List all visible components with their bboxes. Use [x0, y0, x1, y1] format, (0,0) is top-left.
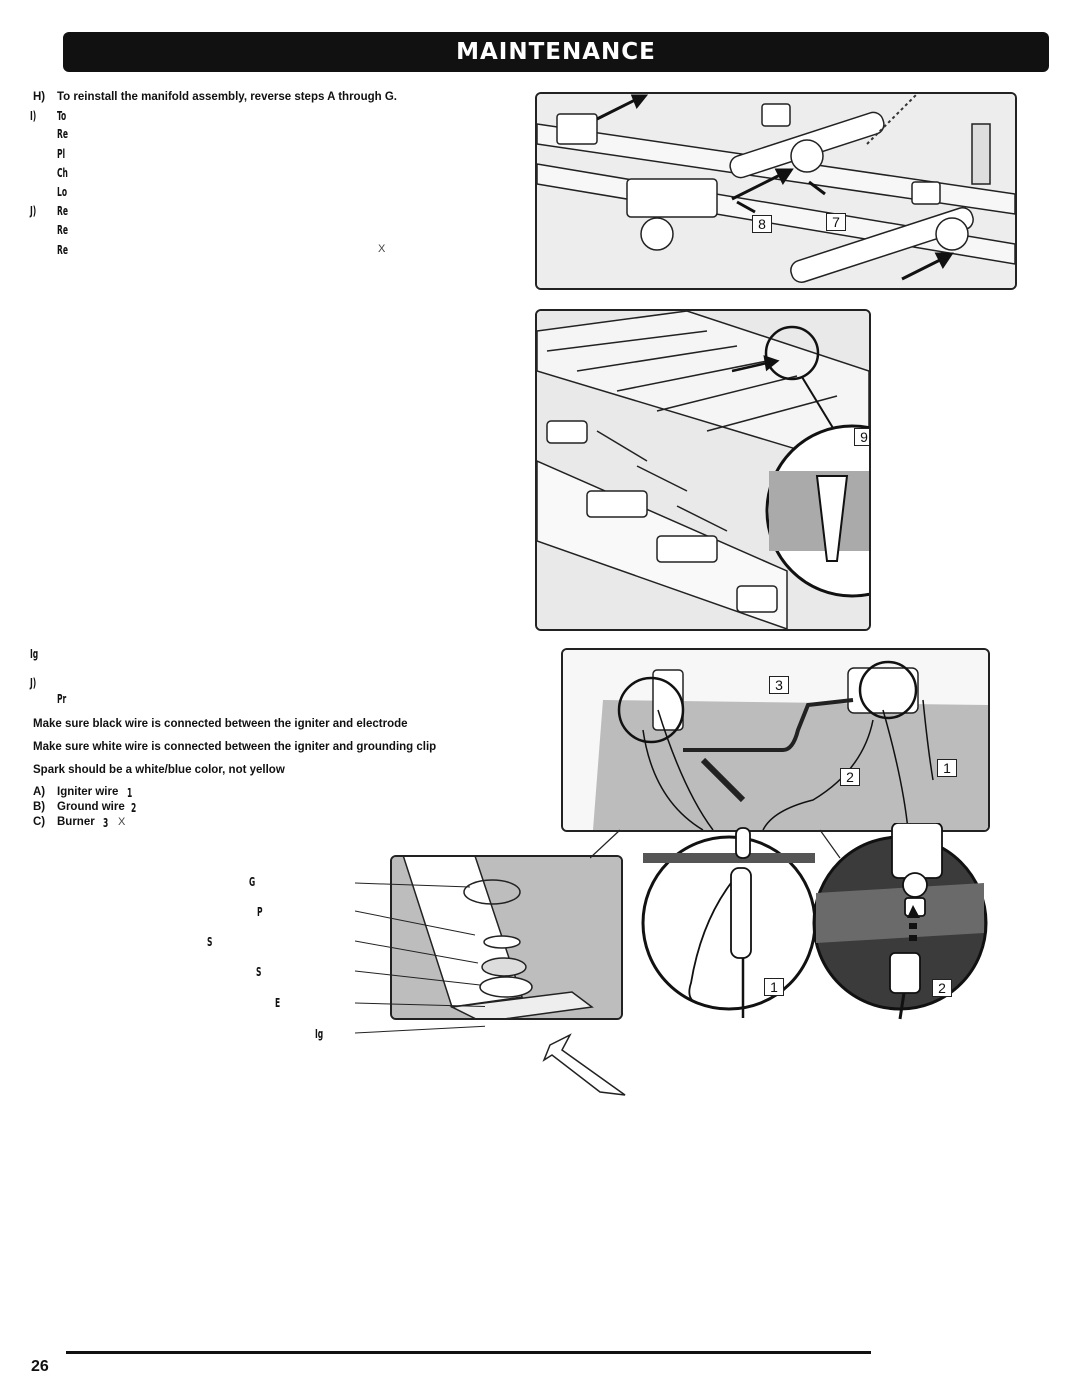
callout-2: 2: [840, 768, 860, 786]
figure-burner-parts: [390, 855, 623, 1020]
step-j-fragment-2: Pr: [57, 692, 67, 706]
step-h-letter: H): [33, 91, 46, 103]
step-j-letter-2: J): [30, 676, 37, 690]
legend-igniter-wire: Igniter wire: [57, 786, 119, 798]
figure-manifold-reinstall: 8 7: [535, 92, 1017, 290]
figure-burner-alignment: 9: [535, 309, 871, 631]
footer-rule: [66, 1351, 871, 1354]
step-i-fragment: To: [57, 109, 67, 123]
step-j-fragment: Re: [57, 243, 68, 257]
manifold-illustration: [537, 94, 1015, 288]
step-j-letter: J): [30, 204, 37, 218]
burner-alignment-illustration: [537, 311, 869, 629]
x-marker: X: [378, 243, 386, 255]
callout-9: 9: [854, 428, 869, 446]
step-h-text: To reinstall the manifold assembly, reve…: [57, 91, 397, 103]
burner-parts-illustration: [392, 857, 621, 1018]
legend-suffix-2: 2: [131, 801, 137, 815]
igniter-heading-fragment: Ig: [30, 647, 39, 661]
part-label-ig: Ig: [315, 1027, 324, 1041]
legend-burner: Burner: [57, 816, 95, 828]
legend-suffix-1: 1: [127, 786, 133, 800]
page-number: 26: [31, 1358, 49, 1375]
check-black-wire: Make sure black wire is connected betwee…: [33, 718, 408, 730]
detail-igniter-wire: [641, 827, 817, 1018]
part-label-s2: S: [256, 965, 262, 979]
callout-detail-2: 2: [932, 979, 952, 997]
detail-ground-wire: [812, 823, 988, 1020]
check-white-wire: Make sure white wire is connected betwee…: [33, 741, 437, 753]
step-i-fragment: Re: [57, 204, 68, 218]
zoom-connectors: [590, 829, 841, 859]
x-marker-legend: X: [118, 816, 126, 828]
step-i-fragment: Pl: [57, 147, 66, 161]
step-i-letter: I): [30, 109, 37, 123]
part-label-p: P: [257, 905, 263, 919]
step-i-fragment: Re: [57, 127, 68, 141]
legend-letter-c: C): [33, 816, 46, 828]
insert-arrow-icon: [542, 1033, 626, 1096]
step-i-fragment: Ch: [57, 166, 68, 180]
figure-igniter-wiring: 3 2 1: [561, 648, 990, 832]
check-spark-color: Spark should be a white/blue color, not …: [33, 764, 285, 776]
part-label-e: E: [275, 996, 281, 1010]
legend-letter-a: A): [33, 786, 46, 798]
callout-8: 8: [752, 215, 772, 233]
part-label-s1: S: [207, 935, 213, 949]
callout-7: 7: [826, 213, 846, 231]
legend-suffix-3: 3: [103, 816, 109, 830]
step-j-fragment: Re: [57, 223, 68, 237]
callout-detail-1: 1: [764, 978, 784, 996]
leader-lines: [355, 882, 485, 1034]
legend-letter-b: B): [33, 801, 46, 813]
step-i-fragment: Lo: [57, 185, 68, 199]
page-title: MAINTENANCE: [456, 39, 656, 65]
callout-1: 1: [937, 759, 957, 777]
legend-ground-wire: Ground wire: [57, 801, 125, 813]
header-bar: MAINTENANCE: [63, 32, 1049, 72]
part-label-grate: G: [249, 875, 256, 889]
callout-3: 3: [769, 676, 789, 694]
